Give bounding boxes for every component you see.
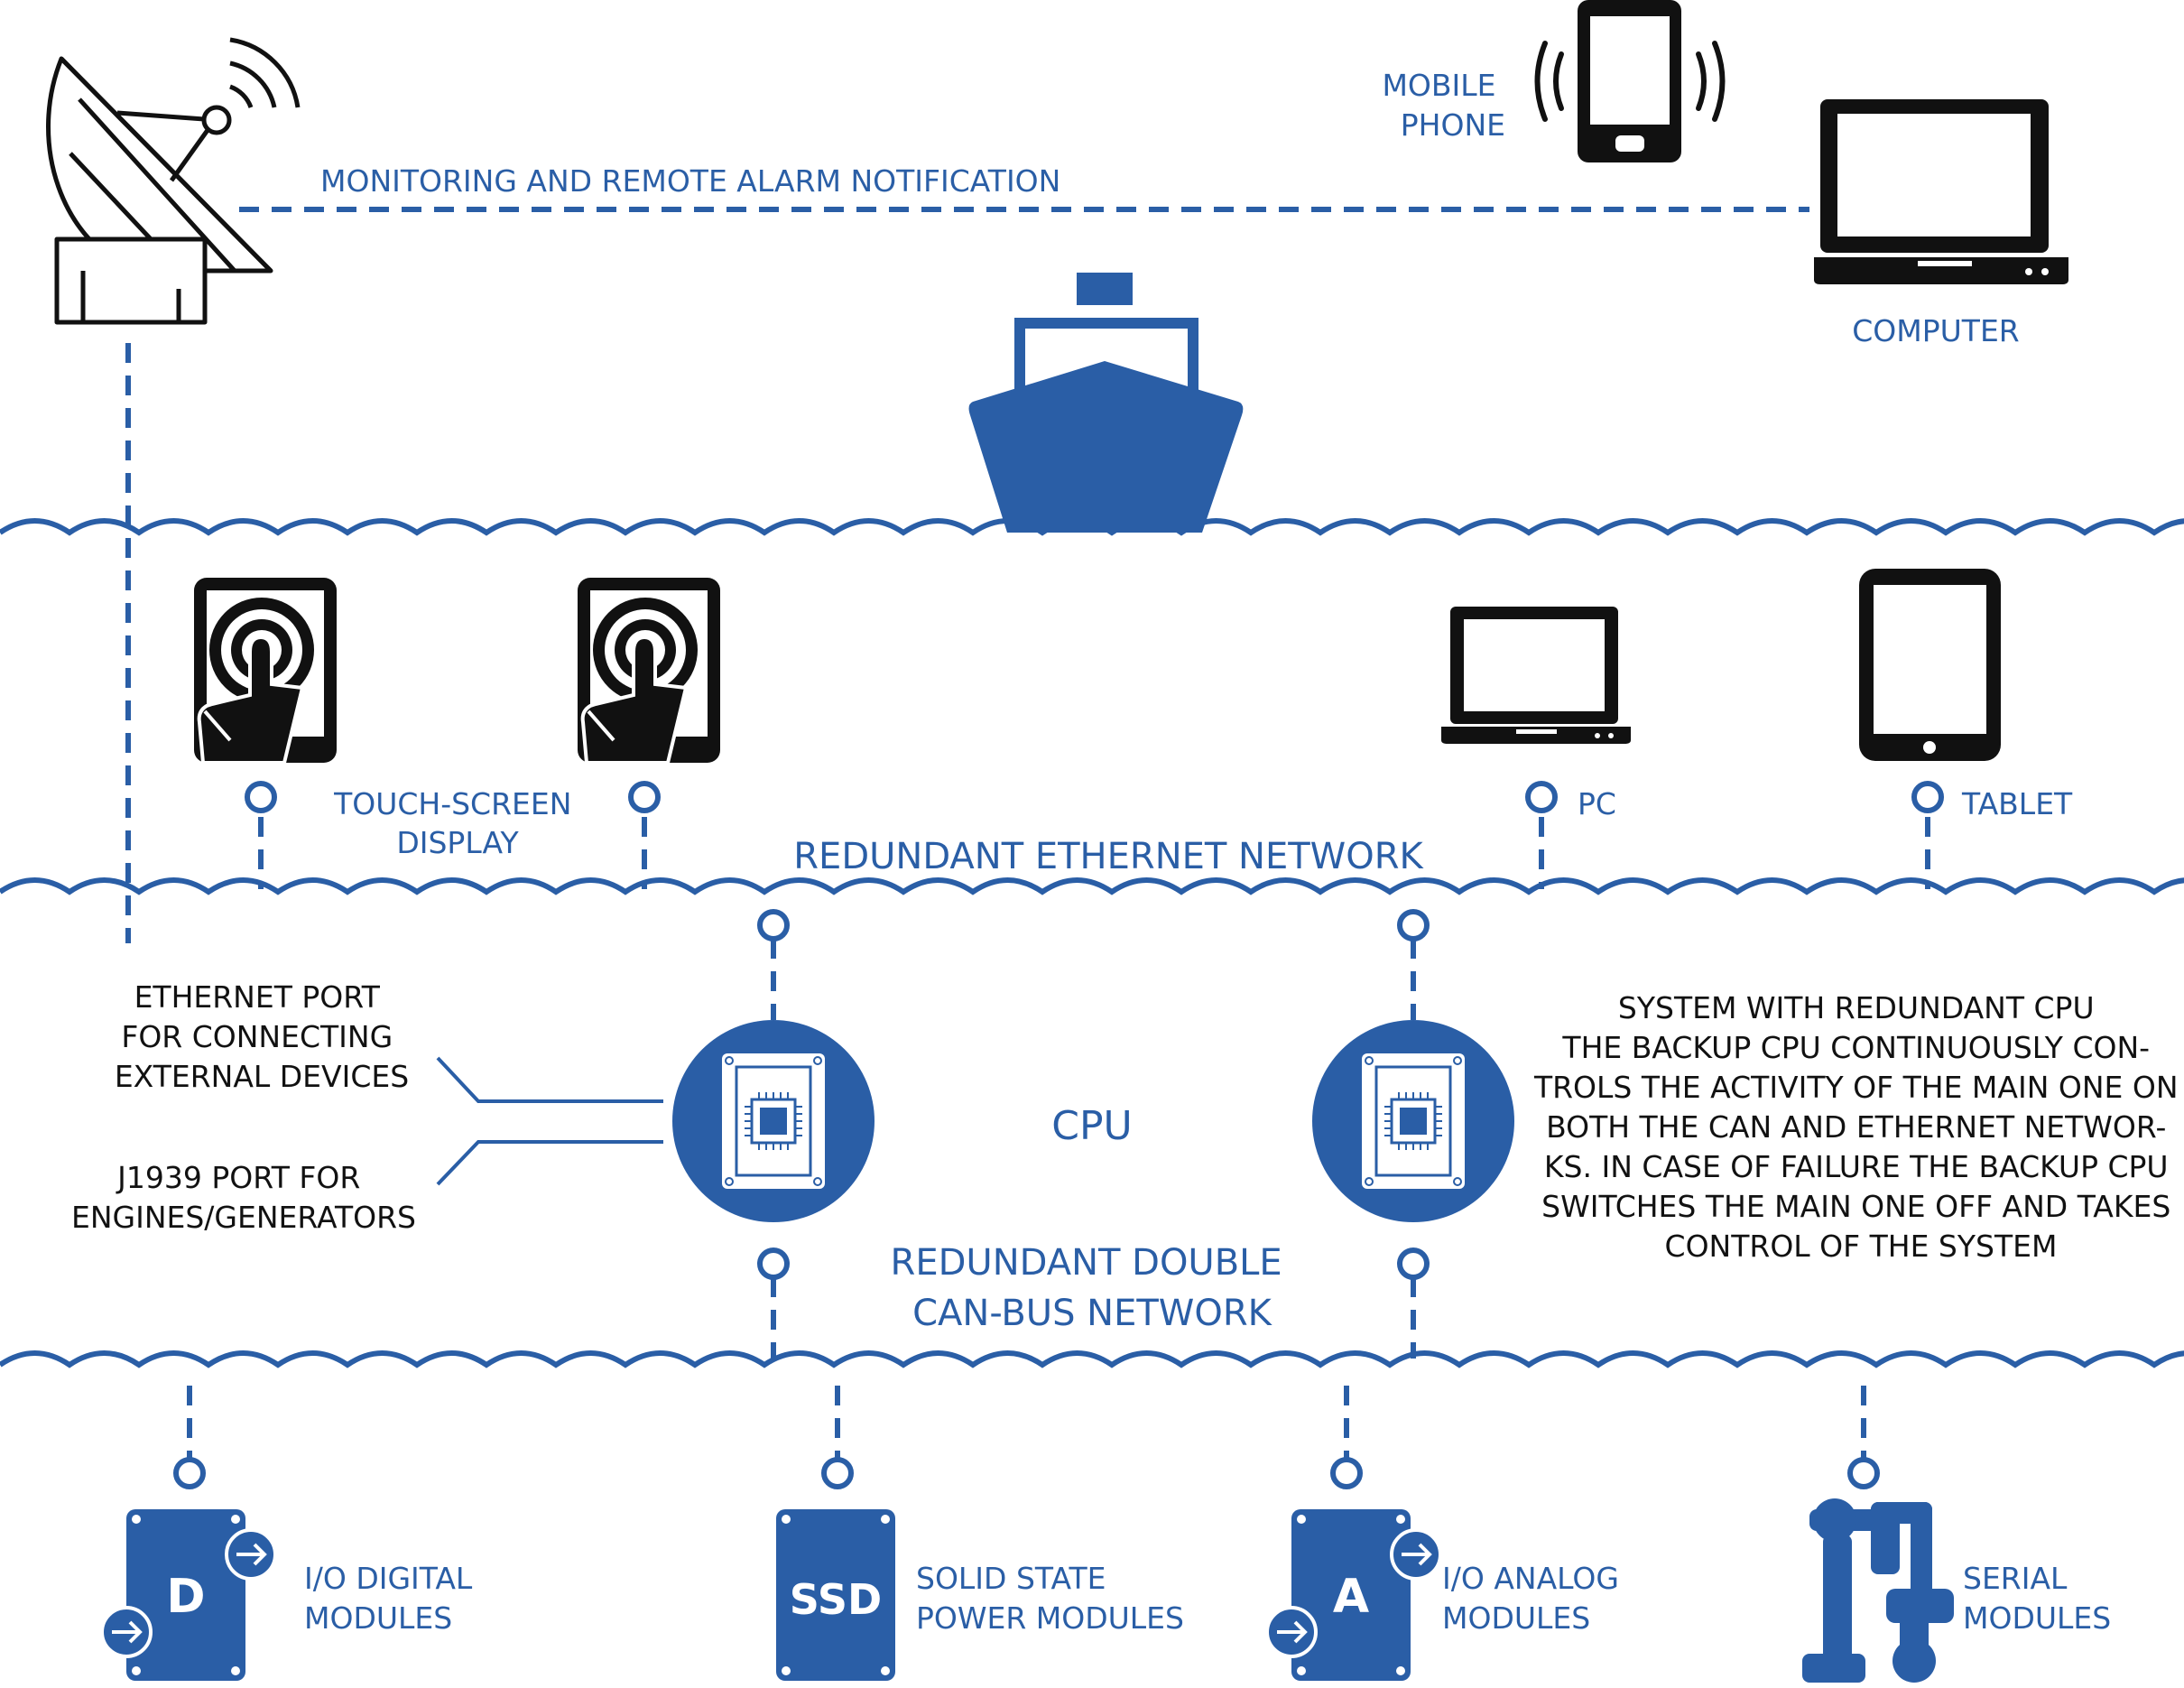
digital-module-letter: D [166,1570,205,1624]
pc-laptop-icon [1441,607,1631,744]
satellite-dish-icon [46,37,301,325]
j1939-port-label: J1939 PORT FOR ENGINES/GENERATORS [71,1160,416,1235]
ethernet-network-wave [0,877,2184,895]
cpu-chip-icon [1312,1020,1514,1222]
port-connector-lines [436,1056,663,1186]
ethernet-network-label: REDUNDANT ETHERNET NETWORK [793,836,1424,877]
mobile-phone-icon [1534,0,1726,162]
touch-screen-icon [578,578,720,765]
tablet-label: TABLET [1961,786,2073,821]
ssd-module-letters: SSD [790,1575,882,1624]
io-analog-label: I/O ANALOG MODULES [1442,1561,1628,1636]
solid-state-label: SOLID STATE POWER MODULES [916,1561,1184,1636]
touch-screen-icon [194,578,337,765]
computer-label: COMPUTER [1852,313,2019,348]
can-bus-network-wave [0,1350,2184,1368]
analog-module-letter: A [1333,1570,1369,1624]
digital-module-icon: D [100,1509,277,1681]
analog-module-icon: A [1265,1509,1442,1681]
can-bus-network-label: REDUNDANT DOUBLE CAN-BUS NETWORK [891,1242,1294,1334]
ethernet-port-label: ETHERNET PORT FOR CONNECTING EXTERNAL DE… [115,979,409,1094]
tablet-icon [1859,569,2001,761]
connector-nodes [173,781,1944,1489]
dashed-connectors [125,207,1930,1458]
ssd-module-icon: SSD [776,1509,895,1681]
serial-label: SERIAL MODULES [1963,1561,2111,1636]
mobile-phone-label: MOBILE PHONE [1382,68,1505,143]
serial-module-icon [1802,1498,1954,1683]
io-digital-label: I/O DIGITAL MODULES [304,1561,482,1636]
pc-label: PC [1578,786,1616,821]
ship-icon [968,273,1244,533]
cpu-chip-icon [672,1020,875,1222]
cpu-label: CPU [1051,1103,1132,1149]
monitoring-label: MONITORING AND REMOTE ALARM NOTIFICATION [320,163,1060,199]
redundant-cpu-description: SYSTEM WITH REDUNDANT CPU THE BACKUP CPU… [1533,990,2184,1264]
laptop-icon [1814,99,2068,284]
touch-screen-label: TOUCH-SCREEN DISPLAY [333,786,581,860]
